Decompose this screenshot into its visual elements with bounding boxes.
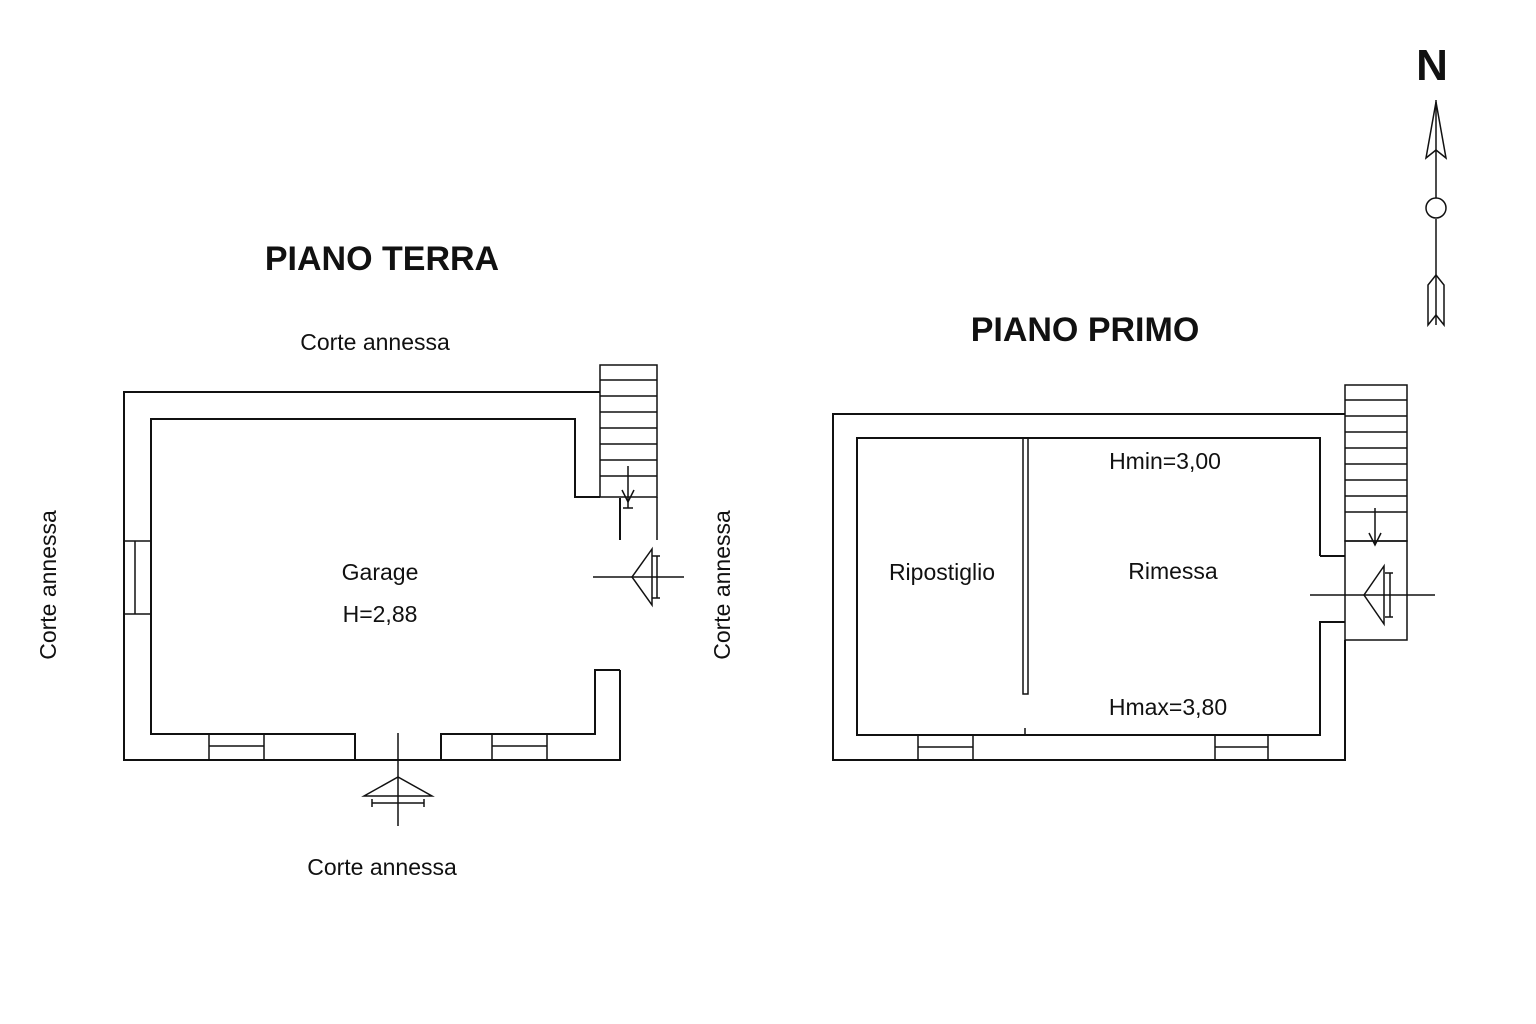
garage-window-bottom-1: [208, 733, 265, 761]
height-min-label: Hmin=3,00: [1109, 448, 1221, 474]
ground-floor-title: PIANO TERRA: [265, 240, 499, 278]
room-name-garage: Garage: [342, 559, 419, 585]
first-floor-inner-wall: [856, 437, 1345, 736]
first-floor-window-1: [917, 734, 974, 761]
room-name-rimessa: Rimessa: [1128, 558, 1218, 584]
partition-wall: [1022, 437, 1029, 735]
room-name-ripostiglio: Ripostiglio: [889, 559, 995, 585]
first-floor-title: PIANO PRIMO: [971, 311, 1200, 349]
first-floor-outer-wall: [832, 413, 1346, 761]
courtyard-label-right: Corte annessa: [709, 510, 735, 660]
ground-floor-staircase: [599, 364, 658, 540]
north-arrow-icon: N: [1416, 41, 1448, 328]
room-height-garage: H=2,88: [343, 601, 418, 627]
first-floor-plan: PIANO PRIMO: [832, 311, 1435, 761]
garage-inner-wall: [150, 418, 620, 760]
garage-window-left: [124, 540, 151, 615]
height-max-label: Hmax=3,80: [1109, 694, 1227, 720]
entrance-symbol-south: [361, 733, 435, 826]
garage-outer-wall: [123, 391, 621, 761]
courtyard-label-left: Corte annessa: [35, 510, 61, 660]
first-floor-staircase: [1344, 384, 1408, 641]
north-label: N: [1416, 41, 1448, 90]
ground-floor-plan: PIANO TERRA Corte annessa Corte annessa …: [35, 240, 735, 880]
garage-window-bottom-2: [491, 733, 548, 761]
courtyard-label-bottom: Corte annessa: [307, 854, 457, 880]
entrance-symbol-east: [593, 546, 684, 608]
first-floor-window-2: [1214, 734, 1269, 761]
entrance-symbol-first-floor: [1310, 563, 1435, 627]
courtyard-label-top: Corte annessa: [300, 329, 450, 355]
